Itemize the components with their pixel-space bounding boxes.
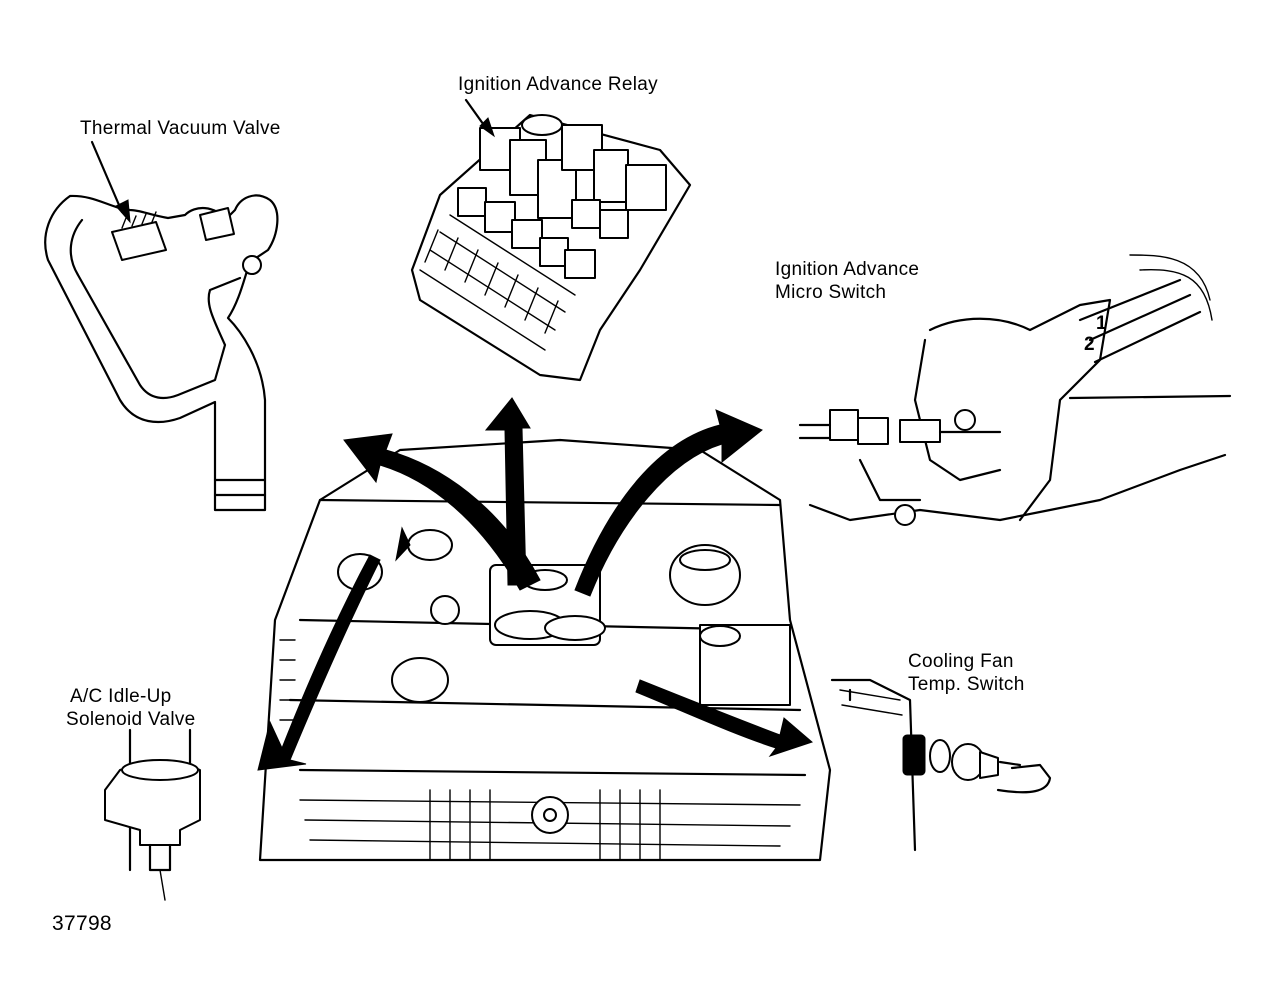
engine-bay-illustration [257,397,832,862]
label-ignition-advance-relay: Ignition Advance Relay [458,74,658,95]
marker-2: 2 [1084,334,1095,355]
label-thermal-vacuum-valve: Thermal Vacuum Valve [80,118,281,139]
label-cooling-fan-line1: Cooling Fan [908,651,1014,672]
ac-idle-up-solenoid-valve-illustration [104,728,201,901]
label-ac-idle-up-line1: A/C Idle-Up [70,686,172,707]
label-ignition-advance-micro-switch-line1: Ignition Advance [775,259,920,280]
label-ac-idle-up-line2: Solenoid Valve [66,709,196,730]
ignition-advance-micro-switch-illustration [798,254,1232,526]
thermal-vacuum-valve-illustration [44,140,279,512]
label-cooling-fan-line2: Temp. Switch [908,674,1025,695]
figure-number: 37798 [52,912,112,935]
marker-1: 1 [1096,313,1107,334]
ignition-advance-relay-illustration [410,98,692,382]
label-ignition-advance-micro-switch-line2: Micro Switch [775,282,887,303]
cooling-fan-temp-switch-illustration [830,678,1052,852]
